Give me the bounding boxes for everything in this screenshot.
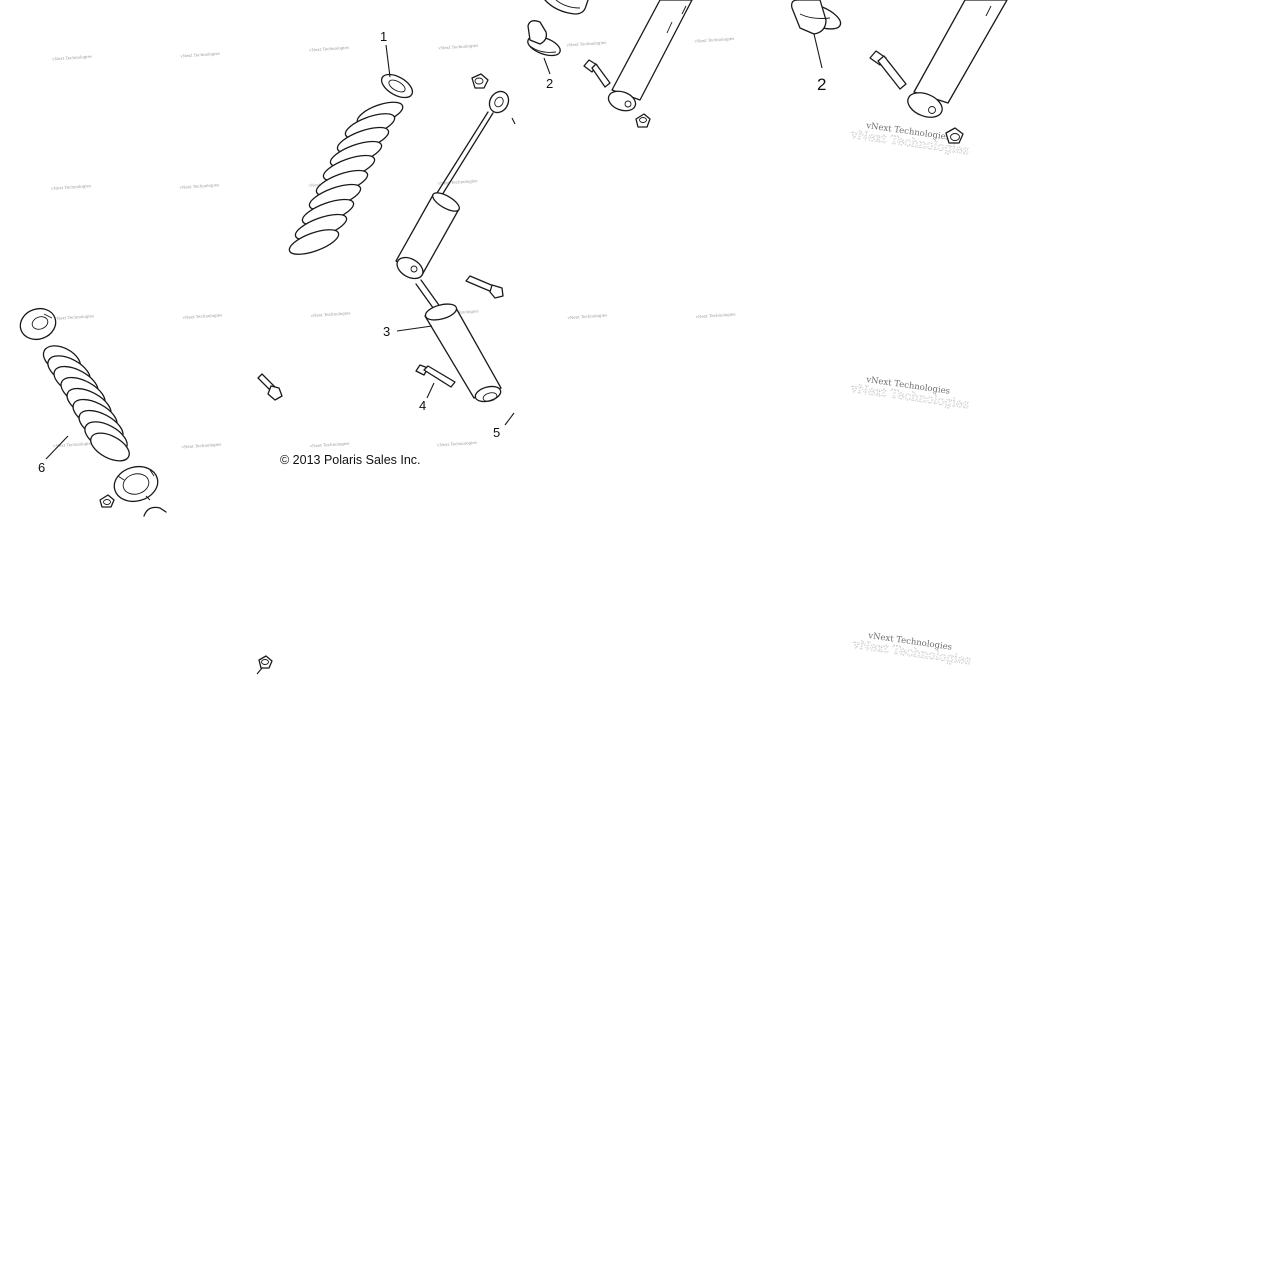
spring-retainer-part-1	[380, 73, 414, 99]
watermark-small: vNext Technologies	[308, 45, 349, 53]
flange-nut-middle	[635, 113, 651, 128]
bolt-left	[257, 373, 283, 401]
watermark-small: vNext Technologies	[51, 54, 92, 62]
watermark-small: vNext Technologies	[181, 312, 222, 320]
flange-nut-right	[945, 127, 964, 144]
flange-nut-stray	[256, 655, 273, 675]
shock-absorber-part-3	[415, 279, 502, 403]
coil-spring-upper	[280, 101, 404, 267]
spring-retainer-clip	[19, 307, 57, 341]
watermark-small: vNext Technologies	[693, 36, 734, 44]
watermark-large-3: vNext Technologies vNext Technologies	[851, 631, 973, 668]
watermark-small: vNext Technologies	[309, 441, 350, 449]
flange-nut-top	[471, 73, 489, 89]
bolt-part-4	[415, 364, 456, 388]
watermark-small: vNext Technologies	[178, 182, 219, 190]
callout-2-middle: 2	[546, 76, 553, 91]
watermark-small: vNext Technologies	[310, 310, 351, 318]
watermark-small: vNext Technologies	[50, 183, 91, 191]
spring-seat-top	[544, 0, 589, 15]
watermark-large-2: vNext Technologies vNext Technologies	[849, 375, 971, 412]
flange-nut-lower	[99, 494, 115, 508]
coil-spring-part-6	[42, 345, 130, 462]
bump-stop-part-2-middle	[527, 20, 561, 57]
watermark-small: vNext Technologies	[695, 311, 736, 319]
bolt-middle	[583, 59, 611, 88]
watermark-small: vNext Technologies	[437, 178, 478, 186]
callout-5: 5	[493, 425, 500, 440]
watermark-small: vNext Technologies	[566, 312, 607, 320]
watermark-small: vNext Technologies	[565, 40, 606, 48]
bump-stop-part-2-right	[790, 0, 842, 35]
callout-4: 4	[419, 398, 426, 413]
watermark-small: vNext Technologies	[436, 440, 477, 448]
callout-6: 6	[38, 460, 45, 475]
callout-2-right: 2	[817, 75, 826, 94]
callout-3: 3	[383, 324, 390, 339]
shock-absorber-upper	[395, 90, 510, 280]
spring-adjuster-nut	[113, 465, 159, 503]
copyright-notice: © 2013 Polaris Sales Inc.	[280, 453, 421, 467]
shock-body-right	[907, 0, 1008, 118]
watermark-small: vNext Technologies	[180, 442, 221, 450]
watermark-small: vNext Technologies	[52, 441, 93, 449]
bolt-upper	[465, 275, 504, 299]
watermark-small: vNext Technologies	[53, 313, 94, 321]
shock-body-middle	[607, 0, 693, 112]
callout-1: 1	[380, 29, 387, 44]
watermark-small: vNext Technologies	[179, 51, 220, 59]
watermark-small: vNext Technologies	[437, 43, 478, 51]
bolt-right	[869, 50, 907, 90]
